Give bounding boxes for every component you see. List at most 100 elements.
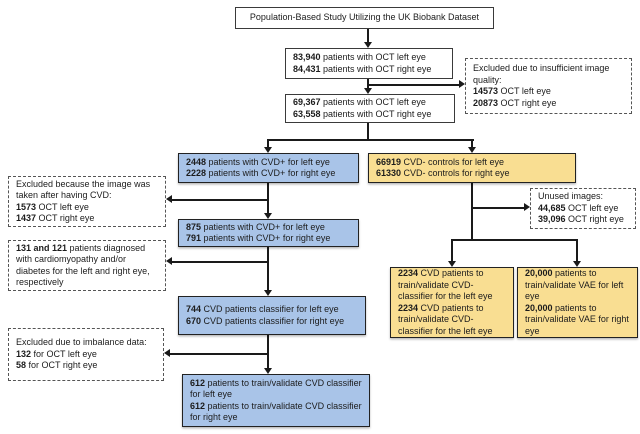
stat-number: 44,685 (538, 202, 566, 213)
stat-line: 66919 CVD- controls for left eye (376, 157, 568, 169)
stat-number: 744 (186, 304, 202, 314)
stat-line: Excluded due to imbalance data: (16, 337, 156, 349)
stat-line: 2234 CVD patients to train/validate CVD-… (398, 303, 506, 338)
stat-number: 20,000 (525, 268, 553, 278)
stat-number: 1573 (16, 201, 37, 212)
stat-text: patients with OCT left eye (320, 97, 426, 107)
stat-text: for OCT right eye (26, 360, 98, 371)
stat-number: 791 (186, 233, 202, 243)
stat-line: 83,940 patients with OCT left eye (293, 52, 445, 64)
stat-text: patients with CVD+ for left eye (206, 156, 330, 167)
box-unused-images: Unused images: 44,685 OCT left eye 39,09… (530, 188, 636, 229)
stat-text: patients with CVD+ for left eye (201, 221, 325, 232)
arrowhead (166, 257, 172, 265)
stat-text: CVD- controls for right eye (401, 168, 510, 178)
box-train-cvd-classifier: 612 patients to train/validate CVD class… (182, 374, 370, 427)
box-oct-filtered: 69,367 patients with OCT left eye 63,558… (285, 94, 455, 123)
connector-controls-down (471, 183, 473, 240)
connector-744-down (267, 335, 269, 369)
arrowhead (459, 80, 465, 88)
stat-number: 1437 (16, 213, 37, 223)
connector-to-excluded-imbalance (170, 353, 268, 355)
stat-number: 875 (186, 221, 202, 232)
stat-line: 61330 CVD- controls for right eye (376, 168, 568, 180)
box-vae-train: 20,000 patients to train/validate VAE fo… (517, 267, 638, 338)
stat-line: 20,000 patients to train/validate VAE fo… (525, 268, 630, 303)
box-cvd-train-controls: 2234 CVD patients to train/validate CVD-… (390, 267, 514, 338)
stat-number: 58 (16, 360, 27, 371)
stat-line: 58 for OCT right eye (16, 360, 156, 372)
arrowhead (264, 290, 272, 296)
connector-split-right (471, 140, 473, 148)
stat-number: 20,000 (525, 302, 553, 313)
stat-text: Excluded due to insufficient image quali… (473, 63, 610, 85)
arrowhead (264, 213, 272, 219)
stat-number: 2234 (398, 268, 419, 278)
arrowhead (364, 42, 372, 48)
stat-number: 20873 (473, 97, 499, 108)
stat-text: Excluded due to imbalance data: (16, 337, 147, 348)
box-oct-initial: 83,940 patients with OCT left eye 84,431… (285, 48, 453, 79)
stat-text: patients to train/validate VAE for right… (525, 302, 629, 336)
stat-text: OCT right eye (565, 214, 624, 225)
stat-line: 612 patients to train/validate CVD class… (190, 378, 362, 401)
stat-text: OCT right eye (36, 213, 95, 223)
stat-line: 791 patients with CVD+ for right eye (186, 233, 351, 245)
stat-line: 2234 CVD patients to train/validate CVD-… (398, 268, 506, 303)
stat-line: 132 for OCT left eye (16, 349, 156, 361)
stat-number: 39,096 (538, 214, 566, 225)
arrowhead (468, 147, 476, 153)
stat-line: 875 patients with CVD+ for left eye (186, 222, 351, 234)
stat-line: 44,685 OCT left eye (538, 203, 628, 215)
stat-text: for OCT left eye (31, 348, 97, 359)
stat-line: 20873 OCT right eye (473, 98, 624, 110)
stat-text: patients diagnosed with cardiomyopathy a… (16, 242, 150, 288)
stat-text: Excluded because the image was taken aft… (16, 178, 151, 201)
stat-line: 63,558 patients with OCT right eye (293, 109, 447, 121)
stat-text: Unused images: (538, 191, 604, 202)
stat-number: 83,940 (293, 52, 321, 62)
stat-text: OCT left eye (565, 202, 619, 213)
box-excluded-imbalance: Excluded due to imbalance data: 132 for … (8, 328, 164, 381)
connector-to-unused (471, 207, 524, 209)
stat-number: 2228 (186, 168, 207, 178)
stat-line: 84,431 patients with OCT right eye (293, 64, 445, 76)
arrowhead (448, 261, 456, 267)
arrowhead (264, 368, 272, 374)
stat-line: Unused images: (538, 191, 628, 203)
connector-split-left (267, 140, 269, 148)
stat-text: patients to train/validate CVD classifie… (190, 400, 362, 423)
box-cvd-positive-filtered: 875 patients with CVD+ for left eye 791 … (178, 219, 359, 247)
stat-line: 1437 OCT right eye (16, 213, 158, 225)
stat-text: patients with OCT right eye (320, 108, 432, 119)
stat-text: CVD patients to train/validate CVD-class… (398, 268, 493, 301)
stat-number: 69,367 (293, 97, 321, 107)
stat-number: 2234 (398, 302, 419, 313)
connector-title-to-oct (367, 29, 369, 43)
stat-line: 612 patients to train/validate CVD class… (190, 401, 362, 424)
stat-number: 61330 (376, 168, 402, 178)
connector-cvdpos-down (267, 183, 269, 214)
connector-controls-split-bar (451, 239, 578, 241)
stat-text: patients with CVD+ for right eye (201, 233, 331, 243)
arrowhead (524, 203, 530, 211)
connector-controls-split-left (451, 239, 453, 262)
stat-text: OCT right eye (498, 97, 557, 108)
stat-text: patients to train/validate CVD classifie… (190, 377, 362, 400)
stat-text: CVD patients classifier for left eye (201, 304, 339, 314)
stat-number: 14573 (473, 86, 499, 96)
stat-line: Excluded because the image was taken aft… (16, 179, 158, 202)
box-cvd-classifier-patients: 744 CVD patients classifier for left eye… (178, 296, 366, 335)
connector-875-down (267, 247, 269, 291)
box-excluded-after-cvd: Excluded because the image was taken aft… (8, 176, 166, 227)
stat-line: 20,000 patients to train/validate VAE fo… (525, 303, 630, 338)
stat-line: 2228 patients with CVD+ for right eye (186, 168, 351, 180)
stat-number: 66919 (376, 156, 402, 167)
box-cvd-controls: 66919 CVD- controls for left eye 61330 C… (368, 153, 576, 183)
stat-text: CVD patients to train/validate CVD-class… (398, 302, 493, 336)
arrowhead (166, 195, 172, 203)
stat-number: 84,431 (293, 63, 321, 74)
stat-number: 132 (16, 348, 32, 359)
stat-line: 69,367 patients with OCT left eye (293, 97, 447, 109)
